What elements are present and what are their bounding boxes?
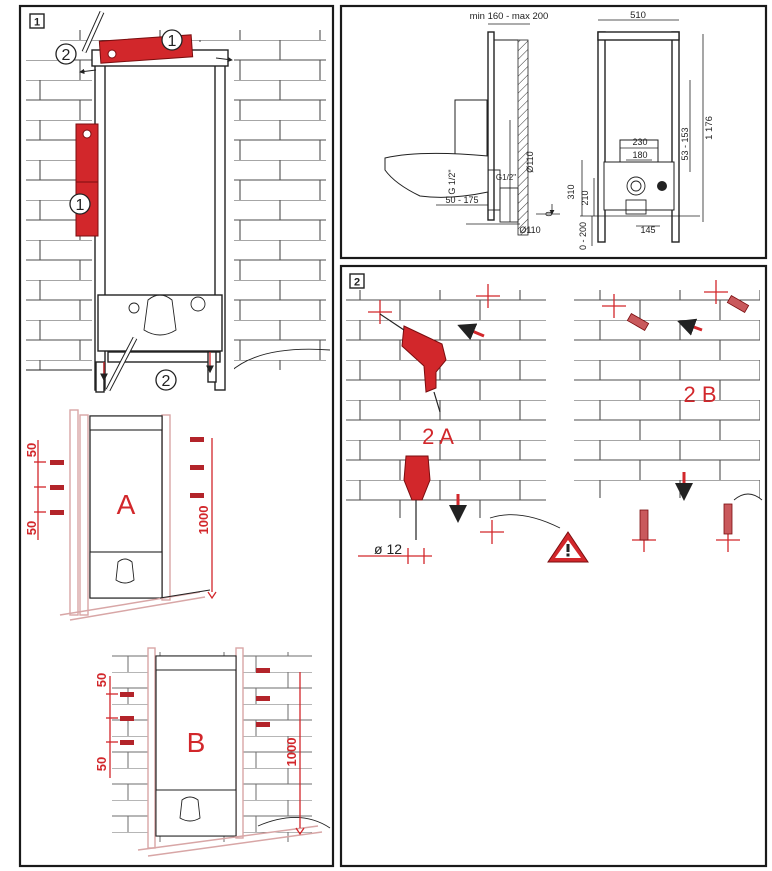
svg-text:50: 50 (94, 673, 109, 687)
svg-text:50: 50 (24, 521, 39, 535)
step-badge-1 (29, 13, 45, 29)
svg-text:1000: 1000 (284, 738, 299, 767)
spirit-level-vertical (75, 123, 99, 237)
detail-a-letter: A (117, 489, 136, 520)
drill-icon (379, 313, 447, 413)
svg-text:50 - 175: 50 - 175 (445, 195, 478, 205)
svg-text:1: 1 (168, 33, 177, 50)
installation-frame (81, 10, 229, 393)
panel-dimensions: min 160 - max 200 Ø110 G 1/2" G1/2" 50 -… (339, 4, 768, 260)
svg-text:50: 50 (94, 757, 109, 771)
svg-text:2: 2 (62, 47, 71, 64)
callout-2-top: 2 (55, 43, 77, 65)
svg-text:230: 230 (632, 137, 647, 147)
svg-text:510: 510 (630, 10, 646, 21)
svg-text:0: 0 (544, 211, 554, 216)
dim-wall-range: min 160 - max 200 (470, 11, 549, 22)
step-number-1: 1 (34, 17, 40, 29)
label-2b: 2 B (683, 382, 716, 407)
svg-text:G 1/2": G 1/2" (447, 169, 457, 194)
step-number-2: 2 (354, 277, 360, 289)
detail-b: 50 50 1000 B (94, 647, 331, 857)
detail-b-letter: B (187, 727, 206, 758)
svg-text:1 176: 1 176 (704, 116, 715, 140)
wall-section (517, 39, 529, 236)
panel-step-2: 2 2 A ø 12 (339, 264, 768, 868)
label-2a: 2 A (422, 424, 454, 449)
floor-edge (229, 348, 331, 373)
svg-text:310: 310 (566, 184, 576, 199)
svg-text:50: 50 (24, 443, 39, 457)
svg-text:2: 2 (162, 373, 171, 390)
svg-text:1000: 1000 (196, 506, 211, 535)
warning-triangle-icon (547, 531, 589, 563)
callout-1-left: 1 (69, 193, 91, 215)
panel-step-1: 1 (18, 4, 335, 868)
drill-vertical-icon (403, 455, 431, 540)
svg-text:0 - 200: 0 - 200 (578, 222, 588, 250)
svg-text:53 - 153: 53 - 153 (680, 127, 690, 160)
wall-plugs (626, 294, 750, 541)
callout-1-top: 1 (161, 29, 183, 51)
drill-diameter: ø 12 (374, 541, 402, 557)
brick-wall-2b (574, 290, 760, 498)
svg-text:Ø110: Ø110 (519, 225, 540, 235)
callout-2-bottom: 2 (155, 369, 177, 391)
step-badge-2 (349, 273, 365, 289)
svg-text:Ø110: Ø110 (525, 151, 535, 172)
svg-text:145: 145 (640, 225, 655, 235)
svg-text:1: 1 (76, 197, 85, 214)
svg-text:180: 180 (632, 150, 647, 160)
brick-wall-2a (346, 290, 546, 518)
svg-text:210: 210 (580, 190, 590, 205)
svg-text:G1/2": G1/2" (496, 173, 516, 182)
detail-a: 50 50 1000 A (24, 409, 217, 621)
